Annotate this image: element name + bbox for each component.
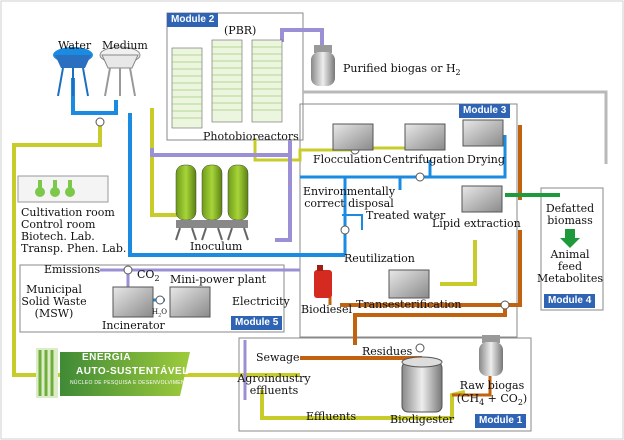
metabolites-label: Metabolites — [536, 272, 604, 285]
module-1-badge: Module 1 — [475, 414, 527, 428]
defatted-label-2: biomass — [547, 214, 593, 227]
purified-biogas-cylinder-icon — [311, 45, 335, 86]
sewage-label: Sewage — [256, 351, 300, 364]
module-4-badge: Module 4 — [544, 294, 596, 308]
msw-label-2: Solid Waste — [21, 295, 87, 308]
drying-label: Drying — [467, 153, 505, 166]
animal-label-2: feed — [557, 260, 583, 273]
centrifugation-label: Centrifugation — [383, 153, 465, 166]
module-4-box — [540, 187, 604, 311]
purple-line-top — [150, 140, 292, 157]
reutilization-label: Reutilization — [344, 252, 415, 265]
purified-biogas-label: Purified biogas or H2 — [343, 62, 461, 78]
module-1-box — [238, 337, 532, 432]
logo-line-2: AUTO-SUSTENTÁVEL — [76, 366, 189, 377]
agroindustry-label-2: effluents — [249, 384, 299, 397]
env-disposal-label-2: correct disposal — [304, 197, 394, 210]
blue-line-treated — [300, 135, 507, 179]
yellow-line-inoculum — [150, 108, 178, 217]
medium-tower-icon — [99, 46, 141, 97]
cultivation-room-icon — [17, 175, 109, 203]
module-3-badge: Module 3 — [459, 104, 511, 118]
effluents-label: Effluents — [306, 410, 357, 423]
emissions-label: Emissions — [44, 263, 101, 276]
orange-line-residues-down — [353, 305, 507, 345]
electricity-label: Electricity — [232, 295, 290, 308]
logo-line-1: ENERGIA — [82, 352, 132, 363]
logo-line-3: NÚCLEO DE PESQUISA E DESENVOLVIMENTO — [70, 380, 193, 386]
blue-line-water — [71, 78, 118, 115]
module-5-box — [19, 264, 285, 333]
biodiesel-tank-icon — [314, 265, 332, 298]
purple-line-biogas — [280, 28, 324, 45]
purple-line-inoculum — [275, 155, 292, 242]
water-label: Water — [58, 39, 92, 52]
module-5-badge: Module 5 — [231, 316, 283, 330]
co2-label: CO2 — [137, 268, 160, 284]
agroindustry-label-1: Agroindustry — [237, 372, 311, 385]
biodigester-icon — [401, 356, 443, 413]
cultivation-room-label: Cultivation room — [21, 206, 115, 219]
water-tower-icon — [53, 47, 93, 97]
energia-logo — [36, 348, 190, 398]
biodiesel-label: Biodiesel — [301, 303, 352, 316]
process-boxes — [112, 119, 504, 318]
medium-label: Medium — [102, 39, 148, 52]
animal-feed-arrow-icon — [560, 229, 580, 248]
env-disposal-label-1: Environmentally — [302, 185, 396, 198]
transp-phen-lab-label: Transp. Phen. Lab. — [21, 242, 127, 255]
treated-water-label: Treated water — [366, 209, 446, 222]
pbr-label: (PBR) — [224, 24, 257, 37]
photobioreactors-label: Photobioreactors — [203, 130, 299, 143]
h2o-label: H2O — [152, 308, 168, 319]
residues-label: Residues — [362, 345, 413, 358]
inoculum-label: Inoculum — [190, 240, 243, 253]
raw-biogas-label-1: Raw biogas — [459, 379, 525, 392]
msw-label-3: (MSW) — [34, 307, 74, 320]
biotech-lab-label: Biotech. Lab. — [21, 230, 95, 243]
control-room-label: Control room — [21, 218, 96, 231]
photobioreactor-panels — [171, 39, 283, 129]
raw-biogas-label-2: (CH4 + CO2) — [456, 392, 528, 408]
incinerator-label: Incinerator — [102, 319, 165, 332]
flocculation-label: Flocculation — [313, 153, 382, 166]
blue-line-stubs — [398, 160, 432, 190]
module-2-badge: Module 2 — [167, 13, 219, 27]
module-2-box — [166, 12, 304, 141]
orange-line-residue — [340, 230, 522, 307]
transesterification-label: Transesterification — [356, 298, 462, 311]
yellow-line-lipid — [440, 240, 477, 286]
biodigester-label: Biodigester — [390, 413, 455, 426]
module-3-box — [299, 103, 518, 338]
mini-power-plant-label: Mini-power plant — [170, 273, 267, 286]
animal-label-1: Animal — [550, 248, 590, 261]
raw-biogas-cylinder-icon — [479, 335, 503, 376]
grey-line — [303, 90, 608, 164]
defatted-label-1: Defatted — [545, 202, 595, 215]
inoculum-reactors-icon — [175, 164, 249, 241]
blue-line-main — [128, 113, 345, 257]
blue-line-treated-water — [342, 214, 363, 230]
lipid-extraction-label: Lipid extraction — [432, 217, 521, 230]
msw-label-1: Municipal — [26, 283, 82, 296]
